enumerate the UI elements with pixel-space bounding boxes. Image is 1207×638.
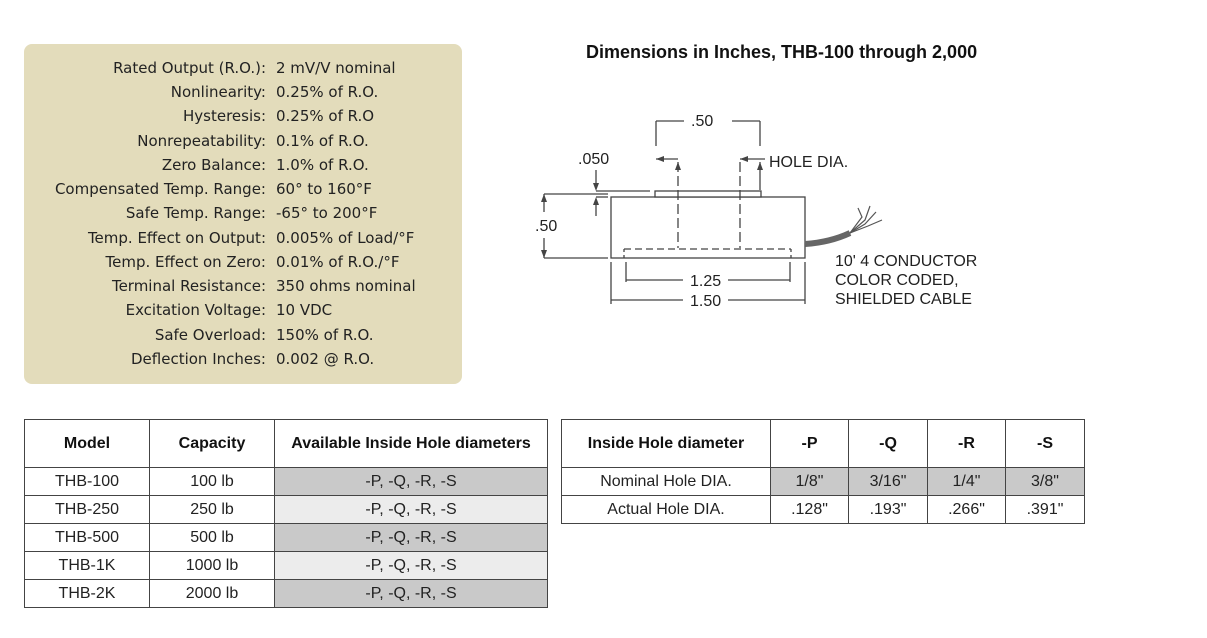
table-row: THB-500 500 lb -P, -Q, -R, -S — [24, 523, 548, 552]
holes-cell: -P, -Q, -R, -S — [274, 523, 548, 552]
dim-height-label: .50 — [535, 218, 557, 235]
spec-value: 1.0% of R.O. — [276, 156, 369, 174]
load-cell-body — [610, 196, 806, 259]
table-row: THB-1K 1000 lb -P, -Q, -R, -S — [24, 551, 548, 580]
model-cell: THB-500 — [24, 523, 150, 552]
dim-inner-length-label: 1.25 — [690, 273, 721, 290]
spec-row: Safe Temp. Range: -65° to 200°F — [24, 201, 462, 225]
value-r: 1/4" — [927, 467, 1006, 496]
dim-length-label: 1.50 — [690, 293, 721, 310]
dim-thickness-label: .050 — [578, 151, 609, 168]
table-row: THB-100 100 lb -P, -Q, -R, -S — [24, 467, 548, 496]
spec-row: Zero Balance: 1.0% of R.O. — [24, 153, 462, 177]
specifications-panel: Rated Output (R.O.): 2 mV/V nominal Nonl… — [24, 44, 462, 384]
spec-value: 150% of R.O. — [276, 326, 374, 344]
spec-label: Temp. Effect on Output: — [87, 229, 266, 247]
spec-value: -65° to 200°F — [276, 204, 378, 222]
model-cell: THB-250 — [24, 495, 150, 524]
table-row: Actual Hole DIA. .128" .193" .266" .391" — [561, 495, 1085, 524]
spec-label: Nonrepeatability: — [137, 132, 266, 150]
value-q: 3/16" — [848, 467, 928, 496]
value-s: 3/8" — [1005, 467, 1085, 496]
value-r: .266" — [927, 495, 1006, 524]
spec-value: 60° to 160°F — [276, 180, 372, 198]
value-p: 1/8" — [770, 467, 849, 496]
capacity-cell: 1000 lb — [149, 551, 275, 580]
spec-label: Safe Overload: — [154, 326, 266, 344]
spec-value: 0.25% of R.O — [276, 107, 375, 125]
capacity-cell: 250 lb — [149, 495, 275, 524]
spec-row: Compensated Temp. Range: 60° to 160°F — [24, 177, 462, 201]
holes-cell: -P, -Q, -R, -S — [274, 495, 548, 524]
cable-label-line1: 10' 4 CONDUCTOR — [835, 253, 977, 270]
spec-value: 350 ohms nominal — [276, 277, 416, 295]
dim-hole-spacing-label: .50 — [691, 113, 713, 130]
spec-row: Deflection Inches: 0.002 @ R.O. — [24, 347, 462, 371]
spec-label: Compensated Temp. Range: — [54, 180, 266, 198]
capacity-cell: 2000 lb — [149, 579, 275, 608]
holes-cell: -P, -Q, -R, -S — [274, 579, 548, 608]
spec-label: Temp. Effect on Zero: — [105, 253, 266, 271]
hole-diameter-table: Inside Hole diameter -P -Q -R -S Nominal… — [561, 419, 1085, 524]
spec-value: 0.005% of Load/°F — [276, 229, 415, 247]
value-p: .128" — [770, 495, 849, 524]
shielded-cable — [804, 205, 883, 247]
spec-row: Excitation Voltage: 10 VDC — [24, 298, 462, 322]
value-q: .193" — [848, 495, 928, 524]
spec-row: Terminal Resistance: 350 ohms nominal — [24, 274, 462, 298]
spec-value: 0.002 @ R.O. — [276, 350, 375, 368]
spec-label: Deflection Inches: — [131, 350, 266, 368]
header-capacity: Capacity — [149, 419, 275, 468]
capacity-cell: 500 lb — [149, 523, 275, 552]
header-r: -R — [927, 419, 1006, 468]
capacity-cell: 100 lb — [149, 467, 275, 496]
spec-row: Rated Output (R.O.): 2 mV/V nominal — [24, 56, 462, 80]
spec-value: 0.25% of R.O. — [276, 83, 379, 101]
table-header-row: Inside Hole diameter -P -Q -R -S — [561, 419, 1085, 468]
spec-row: Hysteresis: 0.25% of R.O — [24, 104, 462, 128]
table-header-row: Model Capacity Available Inside Hole dia… — [24, 419, 548, 468]
model-cell: THB-2K — [24, 579, 150, 608]
holes-cell: -P, -Q, -R, -S — [274, 467, 548, 496]
header-q: -Q — [848, 419, 928, 468]
header-p: -P — [770, 419, 849, 468]
row-label: Actual Hole DIA. — [561, 495, 771, 524]
spec-label: Hysteresis: — [183, 107, 266, 125]
header-available-holes: Available Inside Hole diameters — [274, 419, 548, 468]
diagram-title: Dimensions in Inches, THB-100 through 2,… — [586, 42, 978, 62]
row-label: Nominal Hole DIA. — [561, 467, 771, 496]
spec-label: Rated Output (R.O.): — [113, 59, 266, 77]
hole-dia-label: HOLE DIA. — [769, 154, 848, 171]
dimension-drawing: .50 .050 HOLE DIA. .50 1.25 1.50 10' 4 C… — [535, 113, 977, 310]
spec-row: Nonlinearity: 0.25% of R.O. — [24, 80, 462, 104]
header-model: Model — [24, 419, 150, 468]
load-button — [654, 190, 762, 198]
model-cell: THB-100 — [24, 467, 150, 496]
header-inside-hole: Inside Hole diameter — [561, 419, 771, 468]
model-table: Model Capacity Available Inside Hole dia… — [24, 419, 548, 608]
model-cell: THB-1K — [24, 551, 150, 580]
holes-cell: -P, -Q, -R, -S — [274, 551, 548, 580]
spec-label: Nonlinearity: — [170, 83, 266, 101]
spec-value: 10 VDC — [276, 301, 333, 319]
spec-value: 0.01% of R.O./°F — [276, 253, 400, 271]
spec-label: Terminal Resistance: — [111, 277, 266, 295]
spec-label: Excitation Voltage: — [125, 301, 266, 319]
cable-label-line3: SHIELDED CABLE — [835, 291, 972, 308]
spec-label: Zero Balance: — [161, 156, 266, 174]
table-row: Nominal Hole DIA. 1/8" 3/16" 1/4" 3/8" — [561, 467, 1085, 496]
spec-value: 2 mV/V nominal — [276, 59, 396, 77]
cable-label-line2: COLOR CODED, — [835, 272, 959, 289]
table-row: THB-2K 2000 lb -P, -Q, -R, -S — [24, 579, 548, 608]
table-row: THB-250 250 lb -P, -Q, -R, -S — [24, 495, 548, 524]
spec-value: 0.1% of R.O. — [276, 132, 369, 150]
spec-row: Nonrepeatability: 0.1% of R.O. — [24, 129, 462, 153]
value-s: .391" — [1005, 495, 1085, 524]
header-s: -S — [1005, 419, 1085, 468]
spec-row: Temp. Effect on Zero: 0.01% of R.O./°F — [24, 250, 462, 274]
spec-row: Safe Overload: 150% of R.O. — [24, 323, 462, 347]
spec-label: Safe Temp. Range: — [125, 204, 266, 222]
spec-row: Temp. Effect on Output: 0.005% of Load/°… — [24, 226, 462, 250]
